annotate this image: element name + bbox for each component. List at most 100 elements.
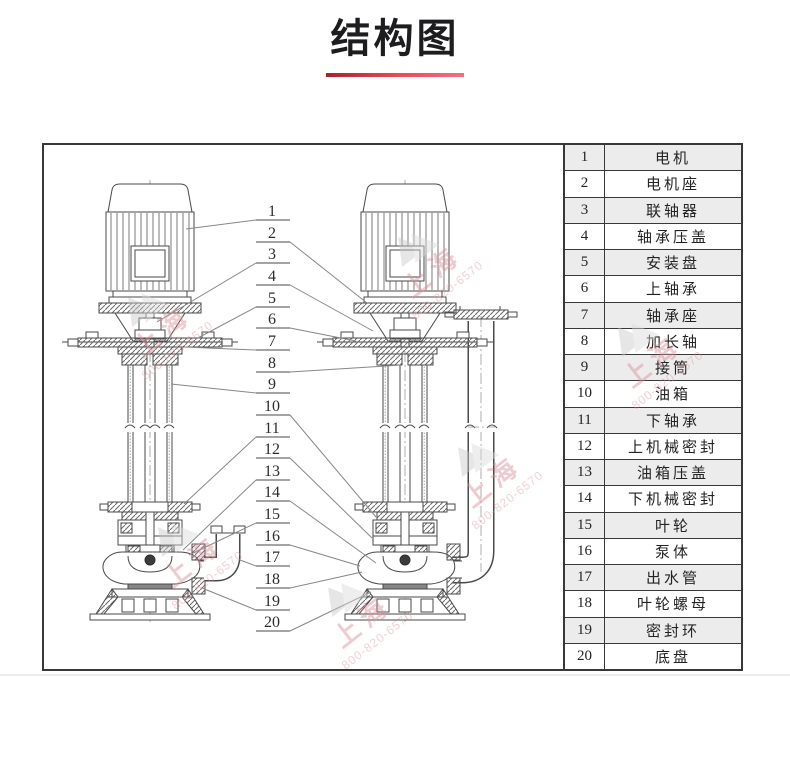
callout-6: 6 [268, 311, 276, 328]
leader-line-7 [183, 346, 257, 351]
leader-line-9 [170, 383, 257, 394]
table-row: 7 轴承座 [565, 302, 741, 329]
pump-volute [102, 551, 201, 585]
callout-15: 15 [264, 506, 280, 523]
leader-line-11 [183, 436, 257, 505]
page-title: 结构图 [330, 17, 460, 61]
part-name-cell: 泵体 [654, 544, 691, 561]
leader-line-17 [239, 559, 257, 567]
callout-4: 4 [268, 268, 276, 285]
leader-line-19 [201, 587, 257, 611]
part-name-cell: 上轴承 [645, 282, 700, 299]
mounting-plate [77, 337, 223, 348]
part-name-cell: 轴承压盖 [636, 229, 709, 246]
part-number-cell: 7 [565, 302, 605, 328]
table-row: 4 轴承压盖 [565, 223, 741, 250]
part-name-cell: 加长轴 [645, 334, 700, 351]
callout-12: 12 [264, 441, 280, 458]
leader-line-8 [289, 364, 402, 373]
callout-11: 11 [264, 420, 279, 437]
part-number-cell: 9 [565, 355, 605, 381]
callout-19: 19 [264, 593, 280, 610]
part-number-cell: 16 [565, 538, 605, 564]
part-name-cell: 油箱压盖 [636, 466, 709, 483]
part-number-cell: 20 [565, 643, 605, 669]
part-number-cell: 1 [565, 145, 605, 171]
leader-line-20 [289, 591, 372, 632]
part-name-cell: 电机 [654, 151, 691, 168]
lower-flange [107, 501, 133, 513]
table-row: 9 接筒 [565, 355, 741, 382]
part-name-cell: 上机械密封 [627, 439, 718, 456]
callout-10: 10 [264, 398, 280, 415]
part-name-cell: 油箱 [654, 387, 691, 404]
part-number-cell: 18 [565, 591, 605, 617]
outlet-flange [191, 543, 206, 561]
leader-line-15 [188, 522, 257, 556]
part-name-cell: 轴承座 [645, 308, 700, 325]
leader-line-4 [289, 284, 374, 332]
right-outlet-pipe [444, 306, 518, 584]
callout-3: 3 [268, 246, 276, 263]
title-red-underline [326, 73, 464, 77]
leader-line-13 [182, 479, 257, 551]
callout-16: 16 [264, 528, 280, 545]
table-row: 19 密封环 [565, 617, 741, 644]
base-plate [89, 613, 211, 621]
callout-18: 18 [264, 571, 280, 588]
leader-line-1 [185, 219, 257, 230]
bottom-divider [0, 674, 790, 676]
callout-5: 5 [268, 290, 276, 307]
part-number-cell: 11 [565, 407, 605, 433]
part-name-cell: 底盘 [654, 649, 691, 666]
part-name-cell: 接筒 [654, 361, 691, 378]
part-name-cell: 叶轮 [654, 518, 691, 535]
leader-line-16 [289, 544, 361, 567]
table-row: 15 叶轮 [565, 512, 741, 539]
riser-top-flange [453, 309, 509, 320]
part-number-cell: 17 [565, 565, 605, 591]
part-number-cell: 15 [565, 512, 605, 538]
part-name-cell: 密封环 [645, 623, 700, 640]
table-row: 5 安装盘 [565, 250, 741, 277]
table-row: 1 电机 [565, 145, 741, 172]
callout-8: 8 [268, 355, 276, 372]
base-stand [111, 588, 189, 598]
callout-14: 14 [264, 484, 280, 501]
motor-junction-box [130, 245, 170, 282]
part-name-cell: 下轴承 [645, 413, 700, 430]
impeller-nut [144, 554, 156, 566]
table-row: 17 出水管 [565, 565, 741, 592]
part-name-cell: 联轴器 [645, 203, 700, 220]
callout-2: 2 [268, 225, 276, 242]
callout-7: 7 [268, 333, 276, 350]
table-row: 6 上轴承 [565, 276, 741, 303]
callout-13: 13 [264, 463, 280, 480]
part-name-cell: 电机座 [645, 177, 700, 194]
part-number-cell: 6 [565, 276, 605, 302]
left-outlet-elbow-pipe [204, 525, 246, 582]
callout-9: 9 [268, 376, 276, 393]
callout-17: 17 [264, 549, 280, 566]
part-number-cell: 5 [565, 250, 605, 276]
part-name-cell: 出水管 [645, 571, 700, 588]
leader-line-6 [289, 327, 357, 342]
callout-20: 20 [264, 614, 280, 631]
part-number-cell: 4 [565, 223, 605, 249]
leader-line-3 [156, 262, 257, 323]
part-name-cell: 叶轮螺母 [636, 597, 709, 614]
part-name-cell: 安装盘 [645, 256, 700, 273]
table-row: 16 泵体 [565, 538, 741, 565]
table-row: 18 叶轮螺母 [565, 591, 741, 618]
callout-1: 1 [268, 203, 276, 220]
part-number-cell: 19 [565, 617, 605, 643]
